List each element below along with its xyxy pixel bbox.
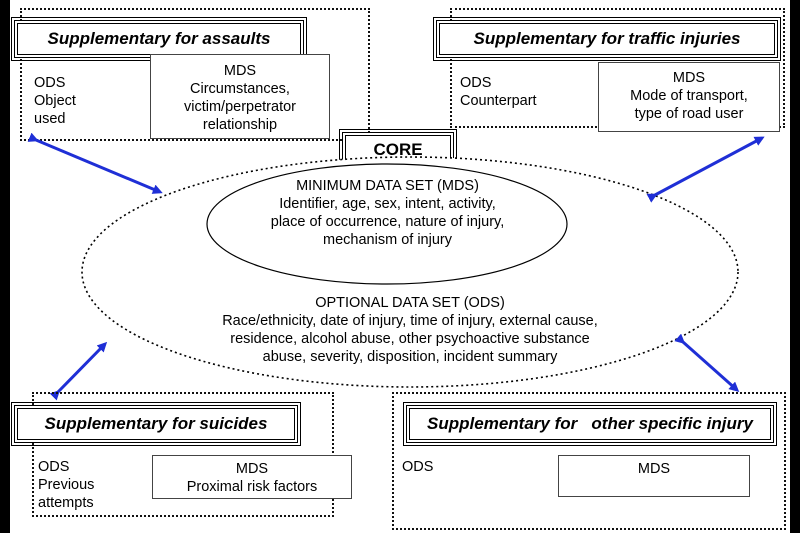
assaults-title-text: Supplementary for assaults xyxy=(47,29,271,48)
traffic-ods-label: ODS xyxy=(460,75,492,91)
suicides-panel xyxy=(32,392,334,517)
ods-block: OPTIONAL DATA SET (ODS) Race/ethnicity, … xyxy=(150,294,670,366)
suicides-mds-box: MDS Proximal risk factors xyxy=(152,455,352,499)
assaults-ods-label: ODS xyxy=(34,75,66,91)
core-label-text: CORE xyxy=(373,140,423,159)
mds-line: mechanism of injury xyxy=(323,232,452,248)
suicides-mds-line: Proximal risk factors xyxy=(186,479,318,495)
other-title: Supplementary for other specific injury xyxy=(403,402,777,446)
other-ods-label: ODS xyxy=(402,459,434,475)
assaults-ods: ODS Object used xyxy=(34,74,134,128)
ods-line: Race/ethnicity, date of injury, time of … xyxy=(222,313,598,329)
mds-block: MINIMUM DATA SET (MDS) Identifier, age, … xyxy=(210,177,565,249)
arrow-core-traffic xyxy=(646,136,765,203)
assaults-ods-line: Object xyxy=(34,93,76,109)
other-title-text: Supplementary for other specific injury xyxy=(427,414,753,433)
connectors-layer xyxy=(27,132,765,401)
mds-line: place of occurrence, nature of injury, xyxy=(270,214,505,230)
assaults-mds-line: relationship xyxy=(202,117,278,133)
suicides-ods: ODS Previous attempts xyxy=(38,458,138,512)
traffic-mds-line: Mode of transport, xyxy=(630,88,748,104)
suicides-title: Supplementary for suicides xyxy=(11,402,301,446)
ods-line: abuse, severity, disposition, incident s… xyxy=(262,349,558,365)
assaults-mds-label: MDS xyxy=(223,63,257,79)
traffic-ods-line: Counterpart xyxy=(460,93,537,109)
traffic-mds-box: MDS Mode of transport, type of road user xyxy=(598,62,780,132)
traffic-ods: ODS Counterpart xyxy=(460,74,580,110)
suicides-ods-line: Previous xyxy=(38,477,95,493)
arrow-core-other xyxy=(674,333,740,392)
diagram-stage: Supplementary for assaults ODS Object us… xyxy=(10,0,790,533)
suicides-ods-label: ODS xyxy=(38,459,70,475)
other-mds-label: MDS xyxy=(637,461,671,477)
assaults-mds-box: MDS Circumstances, victim/perpetrator re… xyxy=(150,54,330,139)
assaults-panel xyxy=(20,8,370,141)
arrow-core-assaults xyxy=(27,132,163,194)
traffic-title-text: Supplementary for traffic injuries xyxy=(473,29,741,48)
suicides-ods-line: attempts xyxy=(38,495,94,511)
mds-title: MINIMUM DATA SET (MDS) xyxy=(296,178,479,194)
assaults-mds-line: Circumstances, xyxy=(190,81,290,97)
other-ods: ODS xyxy=(402,458,482,476)
suicides-title-text: Supplementary for suicides xyxy=(44,414,268,433)
arrow-core-suicides xyxy=(49,341,108,401)
traffic-mds-label: MDS xyxy=(672,70,706,86)
suicides-mds-label: MDS xyxy=(235,461,269,477)
mds-line: Identifier, age, sex, intent, activity, xyxy=(279,196,496,212)
traffic-mds-line: type of road user xyxy=(634,106,744,122)
traffic-title: Supplementary for traffic injuries xyxy=(433,17,781,61)
assaults-ods-line: used xyxy=(34,111,66,127)
ods-line: residence, alcohol abuse, other psychoac… xyxy=(230,331,590,347)
mds-inner-ellipse xyxy=(206,163,568,285)
other-mds-box: MDS xyxy=(558,455,750,497)
assaults-mds-line: victim/perpetrator xyxy=(183,99,296,115)
other-panel xyxy=(392,392,786,530)
ods-title: OPTIONAL DATA SET (ODS) xyxy=(315,295,505,311)
